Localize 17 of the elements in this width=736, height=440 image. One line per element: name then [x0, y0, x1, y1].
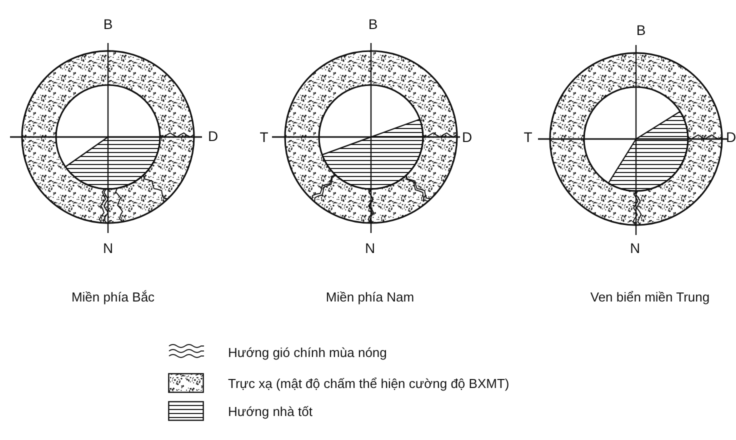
- direction-label: B: [103, 16, 113, 32]
- direction-label: N: [364, 240, 376, 256]
- direction-label: T: [524, 129, 532, 145]
- legend-text: Hướng nhà tốt: [228, 404, 312, 418]
- legend-text: Trực xạ (mật độ chấm thể hiện cường độ BXMT): [228, 376, 510, 390]
- diagram-caption: Miền phía Bắc: [71, 290, 155, 304]
- direction-label: D: [462, 129, 472, 145]
- diagram-caption: Miền phía Nam: [326, 290, 414, 304]
- direction-label: N: [630, 240, 640, 256]
- legend-text: Hướng gió chính mùa nóng: [228, 344, 387, 360]
- direction-label: N: [102, 240, 114, 256]
- direction-label: B: [368, 16, 378, 32]
- direction-label: D: [208, 128, 218, 144]
- direction-label: D: [726, 129, 736, 145]
- diagram-caption: Ven biển miền Trung: [590, 290, 710, 304]
- direction-label: B: [636, 22, 646, 38]
- direction-label: T: [260, 129, 268, 145]
